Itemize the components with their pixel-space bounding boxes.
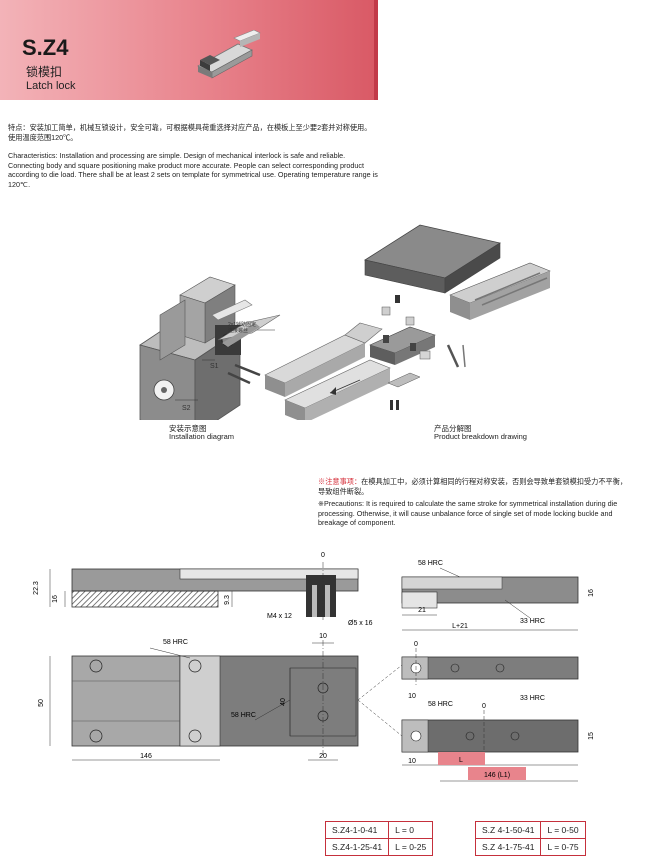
dim-zero-1: 0	[321, 552, 325, 559]
dim-50: 50	[38, 699, 45, 707]
hrc-33-top: 33 HRC	[520, 618, 545, 625]
dim-146-l1: 146 (L1)	[484, 772, 510, 779]
table-row: S.Z4-1-25-41 L = 0-25	[324, 838, 434, 856]
features-cn: 特点：安装加工简单，机械互锁设计，安全可靠，可根据模具荷重选择对应产品，在模板上…	[8, 123, 372, 142]
product-thumbnail	[197, 30, 261, 79]
model-code: S.Z 4-1-50-41	[474, 821, 542, 839]
exploded-parts	[363, 224, 551, 410]
dim-zero-3: 0	[482, 703, 486, 710]
model-table-left: S.Z4-1-0-41 L = 0 S.Z4-1-25-41 L = 0-25	[324, 821, 434, 856]
model-code: S.Z4-1-0-41	[324, 821, 390, 839]
product-title-cn: 锁模扣	[26, 65, 63, 79]
dim-40: 40	[280, 698, 287, 706]
s1-label: S1	[210, 363, 219, 370]
model-length: L = 0	[388, 821, 434, 839]
precaution-en: ※Precautions: It is required to calculat…	[318, 499, 618, 528]
features-en: Characteristics: Installation and proces…	[8, 151, 378, 189]
dim-d5: Ø5 x 16	[348, 620, 373, 627]
dim-10-b: 10	[408, 758, 416, 765]
dim-22-3: 22.3	[33, 581, 40, 595]
dim-16-right: 16	[588, 589, 595, 597]
dim-l: L	[459, 757, 463, 764]
dim-10-a: 10	[408, 693, 416, 700]
illustration-area: 2x1辅助固定 连接螺丝 S1 S2	[139, 224, 551, 420]
technical-drawing: 0 22.3 16 9.3 M4 x 12 Ø5 x 16 58 HRC 10 …	[33, 552, 595, 782]
model-code: S.Z4-1-25-41	[324, 838, 390, 856]
header-banner	[0, 0, 374, 100]
product-title-en: Latch lock	[26, 80, 76, 92]
top-view-right-a	[401, 648, 579, 685]
dim-9-3: 9.3	[224, 595, 231, 605]
hrc-58-top: 58 HRC	[163, 639, 188, 646]
s2-label: S2	[182, 405, 191, 412]
installation-diagram	[139, 276, 275, 420]
header-edge	[374, 0, 378, 100]
model-code: S.Z 4-1-75-41	[474, 838, 542, 856]
top-view-right-b	[401, 710, 579, 782]
dim-10-top: 10	[319, 633, 327, 640]
model-length: L = 0-75	[540, 838, 586, 856]
side-view-right	[401, 567, 579, 631]
table-row: S.Z4-1-0-41 L = 0	[324, 821, 434, 839]
callout-note: 2x1辅助固定	[228, 321, 256, 328]
dim-20: 20	[319, 753, 327, 760]
rail-parts	[264, 322, 391, 420]
precaution-label: ※注意事项：	[318, 477, 362, 486]
breakdown-label-en: Product breakdown drawing	[434, 432, 527, 441]
product-code: S.Z4	[22, 35, 69, 60]
breakdown-label-cn: 产品分解图	[434, 424, 472, 433]
table-row: S.Z 4-1-75-41 L = 0-75	[474, 838, 586, 856]
table-row: S.Z 4-1-50-41 L = 0-50	[474, 821, 586, 839]
model-table-right: S.Z 4-1-50-41 L = 0-50 S.Z 4-1-75-41 L =…	[474, 821, 586, 856]
callout-screws	[217, 314, 281, 347]
precaution-cn: ※注意事项：在模具加工中，必须计算相同的行程对称安装，否则会导致单套锁模扣受力不…	[318, 477, 628, 496]
model-length: L = 0-50	[540, 821, 586, 839]
dim-zero-2: 0	[414, 641, 418, 648]
svg-text:连接螺丝: 连接螺丝	[228, 327, 248, 334]
side-view-left	[49, 562, 359, 620]
dim-21: 21	[418, 607, 426, 614]
dim-m4: M4 x 12	[267, 613, 292, 620]
hrc-58-bottom: 58 HRC	[428, 701, 453, 708]
precaution-cn-text: 在模具加工中，必须计算相同的行程对称安装，否则会导致单套锁模扣受力不平衡，导致组…	[318, 477, 628, 496]
hrc-58-right: 58 HRC	[418, 560, 443, 567]
install-label-en: Installation diagram	[169, 432, 235, 441]
hrc-33-bottom: 33 HRC	[520, 695, 545, 702]
dim-15: 15	[588, 732, 595, 740]
dim-16-left: 16	[52, 595, 59, 603]
top-view-left	[49, 640, 359, 761]
dim-l21: L+21	[452, 623, 468, 630]
dim-146: 146	[140, 753, 152, 760]
hrc-58-mid: 58 HRC	[231, 712, 256, 719]
install-label-cn: 安装示意图	[169, 424, 207, 433]
model-length: L = 0-25	[388, 838, 434, 856]
